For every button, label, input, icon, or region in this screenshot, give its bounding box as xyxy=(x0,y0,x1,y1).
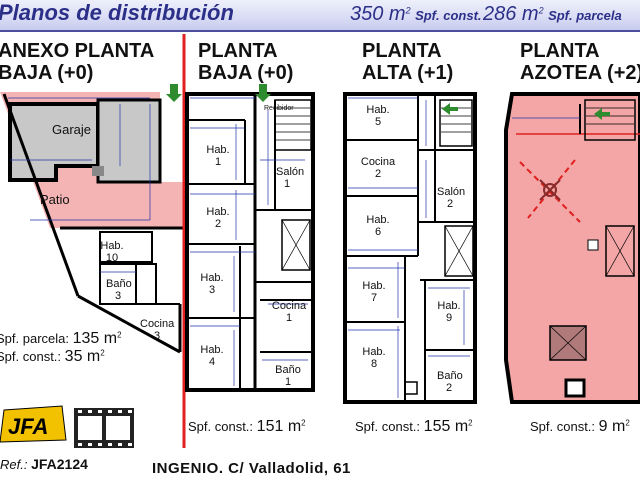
anexo-const-stat: Spf. const.: 35 m2 xyxy=(0,348,105,366)
anexo-title-line1: ANEXO PLANTA xyxy=(0,40,155,62)
baja-title-line2: BAJA (+0) xyxy=(198,62,294,84)
alta-const-stat: Spf. const.: 155 m2 xyxy=(355,418,473,436)
anexo-const-value: 35 m xyxy=(64,348,101,365)
anexo-const-label: Spf. const.: xyxy=(0,349,62,364)
area-plot-sup: 2 xyxy=(538,5,544,16)
logo-text: JFA xyxy=(8,414,48,439)
anexo-parcela-sup: 2 xyxy=(117,330,122,340)
entrance-arrow-icon xyxy=(166,84,182,102)
property-address: INGENIO. C/ Valladolid, 61 xyxy=(152,460,351,477)
room-label-hab4: Hab. 4 xyxy=(200,344,224,368)
reference-value: JFA2124 xyxy=(31,456,88,472)
area-built: 350 m2 Spf. const. xyxy=(350,3,482,26)
azotea-plan xyxy=(504,92,640,404)
area-built-label: Spf. const. xyxy=(415,8,482,23)
azotea-title: PLANTA AZOTEA (+2) xyxy=(520,40,640,84)
page-title: Planos de distribución xyxy=(0,0,234,25)
area-plot-label: Spf. parcela xyxy=(548,8,622,23)
alta-const-value: 155 m xyxy=(423,418,469,435)
anexo-parcela-stat: Spf. parcela: 135 m2 xyxy=(0,330,122,348)
baja-title-line1: PLANTA xyxy=(198,40,278,62)
baja-plan xyxy=(185,84,315,392)
header-bar: Planos de distribución 350 m2 Spf. const… xyxy=(0,0,640,32)
roof-drain-icon xyxy=(543,183,557,197)
room-label-cocina1: Cocina 1 xyxy=(271,300,307,324)
baja-title: PLANTA BAJA (+0) xyxy=(198,40,293,84)
azotea-const-label: Spf. const.: xyxy=(530,419,596,434)
room-label-salon1: Salón 1 xyxy=(276,166,305,190)
room-label-garage: Garaje xyxy=(52,122,92,137)
alta-const-sup: 2 xyxy=(468,418,473,428)
room-label-recibidor: Recibidor xyxy=(264,105,294,112)
anexo-title: ANEXO PLANTA BAJA (+0) xyxy=(0,40,154,84)
jfa-logo: JFA xyxy=(0,404,70,444)
area-plot: 286 m2 Spf. parcela xyxy=(483,3,622,26)
anexo-parcela-label: Spf. parcela: xyxy=(0,331,69,346)
room-label-bano2: Baño 2 xyxy=(437,370,463,394)
anexo-plan xyxy=(0,84,185,354)
room-label-salon2: Salón 2 xyxy=(437,186,466,210)
room-label-hab9: Hab. 9 xyxy=(437,300,461,324)
baja-const-sup: 2 xyxy=(301,418,306,428)
area-plot-value: 286 m xyxy=(483,3,539,25)
reference: Ref.: JFA2124 xyxy=(0,456,88,472)
azotea-title-line2: AZOTEA (+2) xyxy=(520,62,640,84)
anexo-parcela-value: 135 m xyxy=(72,330,118,347)
anexo-title-line2: BAJA (+0) xyxy=(0,62,94,84)
azotea-title-line1: PLANTA xyxy=(520,40,600,62)
alta-const-label: Spf. const.: xyxy=(355,419,421,434)
room-label-patio: Patio xyxy=(40,192,70,207)
room-label-hab1: Hab. 1 xyxy=(206,144,230,168)
room-label-hab8: Hab. 8 xyxy=(362,346,386,370)
reference-label: Ref.: xyxy=(0,457,28,472)
stair-arrow-icon xyxy=(442,103,458,115)
room-label-hab3: Hab. 3 xyxy=(200,272,224,296)
room-label-bano3: Baño 3 xyxy=(106,278,132,302)
anexo-const-sup: 2 xyxy=(100,348,105,358)
area-built-sup: 2 xyxy=(405,5,411,16)
room-label-hab6: Hab. 6 xyxy=(366,214,390,238)
baja-const-stat: Spf. const.: 151 m2 xyxy=(188,418,306,436)
alta-title-line1: PLANTA xyxy=(362,40,442,62)
room-label-hab10: Hab. 10 xyxy=(100,240,124,264)
room-label-bano1: Baño 1 xyxy=(275,364,301,388)
azotea-const-sup: 2 xyxy=(625,418,630,428)
baja-const-value: 151 m xyxy=(256,418,302,435)
alta-title-line2: ALTA (+1) xyxy=(362,62,454,84)
alta-plan xyxy=(343,92,477,404)
room-label-hab2: Hab. 2 xyxy=(206,206,230,230)
azotea-const-value: 9 m xyxy=(598,418,626,435)
room-label-hab5: Hab. 5 xyxy=(366,104,390,128)
room-label-hab7: Hab. 7 xyxy=(362,280,386,304)
baja-const-label: Spf. const.: xyxy=(188,419,254,434)
entrance-arrow-icon xyxy=(255,84,271,102)
azotea-const-stat: Spf. const.: 9 m2 xyxy=(530,418,630,436)
floor-plans-drawing xyxy=(0,34,640,448)
room-label-cocina2: Cocina 2 xyxy=(360,156,396,180)
stair-arrow-icon xyxy=(594,108,610,120)
area-built-value: 350 m xyxy=(350,3,406,25)
room-label-cocina3: Cocina 3 xyxy=(140,318,175,342)
film-strip-icon xyxy=(74,404,134,452)
alta-title: PLANTA ALTA (+1) xyxy=(362,40,453,84)
